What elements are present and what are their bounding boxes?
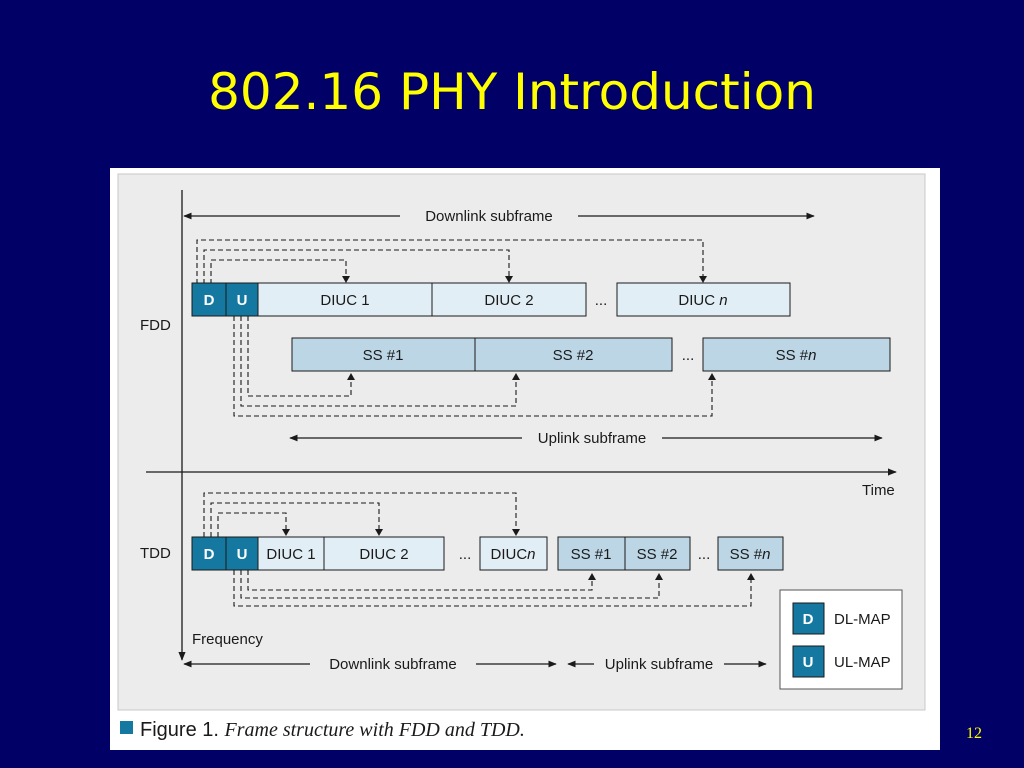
fdd-diuc-1-block — [257, 282, 433, 317]
tdd-dl-pointer-heads — [282, 529, 520, 536]
fdd-ul-ellipsis: ... — [682, 347, 695, 364]
slide-title: 802.16 PHY Introduction — [208, 63, 816, 121]
tdd-label: TDD — [140, 545, 171, 562]
tdd-diuc-2-label: DIUC 2 — [359, 546, 408, 563]
page-number: 12 — [966, 725, 982, 742]
frame-structure-diagram: Time Frequency FDD Downlink subframe D U… — [117, 173, 926, 741]
fdd-dl-map-pointers — [196, 239, 704, 284]
time-axis-label: Time — [862, 482, 895, 499]
tdd-diuc-2-block — [323, 536, 445, 571]
map-legend: D DL-MAP U UL-MAP — [779, 589, 903, 690]
tdd-diuc-n-block — [479, 536, 548, 571]
tdd-ss-n-label: SS #n — [730, 546, 771, 563]
fdd-ul-map-symbol: U — [237, 292, 248, 309]
figure-caption: Figure 1. Frame structure with FDD and T… — [140, 719, 525, 741]
fdd-ss-n-label: SS #n — [776, 347, 817, 364]
tdd-diuc-1-block — [257, 536, 325, 571]
figure-panel: Time Frequency FDD Downlink subframe D U… — [110, 168, 940, 750]
caption-text: Frame structure with FDD and TDD. — [224, 719, 525, 741]
tdd-ul-ellipsis: ... — [698, 546, 711, 563]
fdd-ss-1-block — [291, 337, 476, 372]
fdd-diuc-1-label: DIUC 1 — [320, 292, 369, 309]
fdd-ss-n-block — [702, 337, 891, 372]
caption-marker-square — [120, 721, 133, 734]
legend-dl-map-swatch — [792, 602, 825, 635]
legend-dl-map-symbol: D — [803, 611, 814, 628]
fdd-uplink-subframe-label: Uplink subframe — [538, 430, 646, 447]
fdd-ul-pointer-heads — [347, 373, 716, 380]
legend-ul-map-label: UL-MAP — [834, 654, 891, 671]
fdd-diuc-2-label: DIUC 2 — [484, 292, 533, 309]
fdd-diuc-n-label: DIUC n — [678, 292, 727, 309]
tdd-ss-n-block — [717, 536, 784, 571]
tdd-ss-1-label: SS #1 — [571, 546, 612, 563]
fdd-dl-ellipsis: ... — [595, 292, 608, 309]
tdd-dl-ellipsis: ... — [459, 546, 472, 563]
tdd-uplink-subframe-label: Uplink subframe — [605, 656, 713, 673]
tdd-diuc-1-label: DIUC 1 — [266, 546, 315, 563]
fdd-ss-2-block — [474, 337, 673, 372]
fdd-ul-map-pointers — [233, 316, 713, 417]
tdd-dl-map-pointers — [203, 492, 517, 537]
legend-ul-map-swatch — [792, 645, 825, 678]
tdd-ul-map-pointers — [233, 570, 752, 607]
caption-label: Figure 1. — [140, 719, 219, 741]
tdd-ss-2-label: SS #2 — [637, 546, 678, 563]
fdd-ss-1-label: SS #1 — [363, 347, 404, 364]
fdd-ss-2-label: SS #2 — [553, 347, 594, 364]
tdd-ss-1-block — [557, 536, 626, 571]
fdd-dl-pointer-heads — [342, 276, 707, 283]
tdd-ss-2-block — [624, 536, 691, 571]
legend-ul-map-symbol: U — [803, 654, 814, 671]
tdd-ul-map-block — [225, 536, 259, 571]
tdd-ul-pointer-heads — [588, 573, 755, 580]
fdd-dl-map-symbol: D — [204, 292, 215, 309]
tdd-dl-map-symbol: D — [204, 546, 215, 563]
fdd-label: FDD — [140, 317, 171, 334]
frequency-axis-label: Frequency — [192, 631, 263, 648]
fdd-downlink-subframe-label: Downlink subframe — [425, 208, 553, 225]
tdd-downlink-subframe-label: Downlink subframe — [329, 656, 457, 673]
tdd-diuc-n-label: DIUCn — [490, 546, 535, 563]
fdd-diuc-2-block — [431, 282, 587, 317]
tdd-ul-map-symbol: U — [237, 546, 248, 563]
fdd-diuc-n-block — [616, 282, 791, 317]
legend-dl-map-label: DL-MAP — [834, 611, 891, 628]
